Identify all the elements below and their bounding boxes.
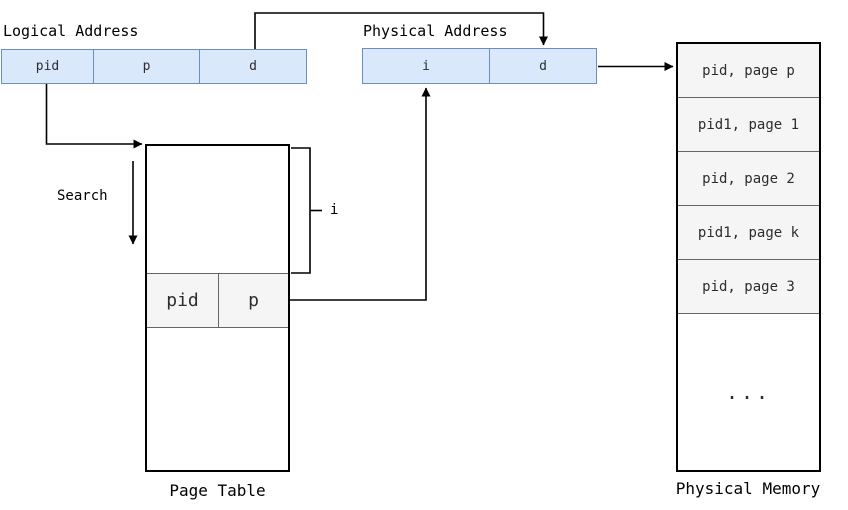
page-table-label: Page Table	[169, 481, 266, 500]
physical-address-cell-i: i	[422, 58, 430, 74]
memory-row: pid, page 3	[678, 260, 819, 314]
logical-address-box: pid p d	[1, 49, 307, 84]
memory-row: pid, page 2	[678, 152, 819, 206]
physical-address-cell-d: d	[489, 49, 596, 83]
index-i-label: i	[330, 202, 339, 218]
logical-address-cell-pid: pid	[35, 59, 60, 74]
index-bracket	[291, 147, 311, 274]
physical-memory-label: Physical Memory	[675, 479, 821, 498]
search-label: Search	[57, 188, 108, 204]
logical-address-label: Logical Address	[3, 22, 139, 40]
memory-row: pid, page p	[678, 44, 819, 98]
arrow-pid-to-page-table	[45, 84, 143, 149]
memory-ellipsis: ...	[725, 380, 772, 404]
page-table-row: pid p	[147, 273, 288, 328]
page-table-box: pid p	[145, 144, 290, 472]
physical-address-label: Physical Address	[363, 22, 508, 40]
physical-address-box: i d	[362, 48, 597, 84]
logical-address-cell-d: d	[199, 50, 306, 83]
memory-row: pid1, page 1	[678, 98, 819, 152]
physical-memory-box: pid, page p pid1, page 1 pid, page 2 pid…	[676, 42, 821, 472]
page-table-cell-p: p	[218, 274, 288, 327]
memory-row: pid1, page k	[678, 206, 819, 260]
page-table-cell-pid: pid	[166, 290, 199, 311]
logical-address-cell-p: p	[93, 50, 199, 83]
arrow-page-table-to-i	[290, 87, 431, 301]
